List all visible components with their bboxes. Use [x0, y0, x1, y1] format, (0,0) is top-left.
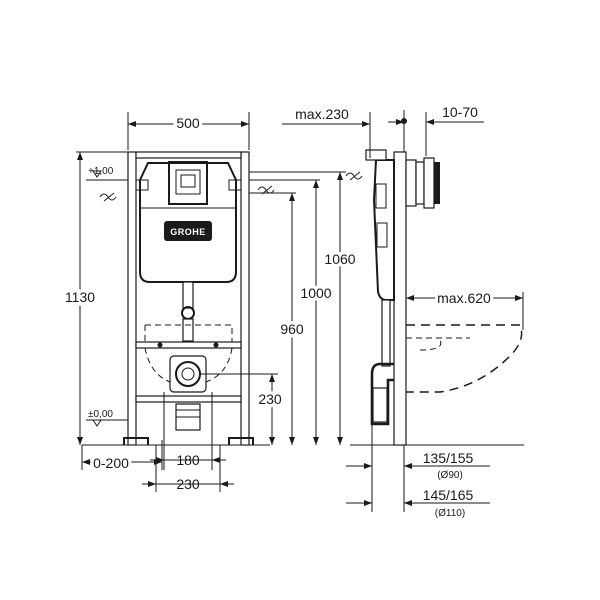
level-mark-floor: ±0,00: [86, 409, 128, 427]
svg-text:(Ø90): (Ø90): [437, 470, 463, 481]
side-inlet-box: [375, 183, 387, 209]
svg-text:±0,00: ±0,00: [88, 409, 113, 420]
pan-outline-front-bowl: [144, 347, 233, 383]
grohe-logo-text: GROHE: [170, 227, 206, 237]
dim-max-620: max.620: [406, 287, 524, 330]
flush-plate-inner: [175, 169, 201, 195]
grohe-logo: [164, 221, 212, 241]
svg-text:(Ø110): (Ø110): [435, 508, 465, 519]
left-fitting: [136, 179, 149, 191]
svg-text:230: 230: [176, 476, 200, 492]
side-flush-plate: [405, 159, 417, 207]
dim-145-165: 145/165 (Ø110): [346, 487, 490, 519]
dim-height-1060: 1060: [249, 171, 359, 445]
svg-text:max.230: max.230: [295, 106, 349, 122]
svg-text:+1,00: +1,00: [88, 166, 114, 177]
side-view: max.230 10-70 max.620 135/155 (Ø9: [282, 104, 524, 519]
side-top-bracket: [365, 149, 387, 161]
svg-text:1060: 1060: [324, 251, 355, 267]
front-view: GROHE +1,00 ±0,00: [61, 112, 359, 492]
side-drain-pipe: [372, 387, 388, 423]
frame-right-upright: [240, 151, 250, 446]
frame-middle-bar: [135, 341, 242, 349]
svg-text:10-70: 10-70: [442, 104, 478, 120]
svg-text:145/165: 145/165: [423, 487, 474, 503]
mounting-bolt-1: [157, 342, 163, 348]
dim-bottom-0-200: 0-200: [81, 440, 163, 474]
svg-text:0-200: 0-200: [93, 455, 129, 471]
dim-135-155: 135/155 (Ø90): [346, 424, 490, 512]
level-mark-top: +1,00: [86, 166, 128, 181]
dim-range-10-70: 10-70: [388, 104, 484, 156]
water-supply-left-icon: [99, 192, 117, 202]
mounting-bolt-2: [213, 342, 219, 348]
side-flush-cover: [423, 157, 435, 209]
dim-height-230: 230: [200, 373, 285, 445]
right-fitting: [228, 179, 241, 191]
flush-pipe-lower: [182, 318, 194, 342]
frame-top-bar: [135, 151, 242, 159]
frame-left-upright: [127, 151, 137, 446]
side-valve-box: [376, 222, 388, 248]
dim-bottom-230: 230: [142, 445, 234, 492]
svg-text:1000: 1000: [300, 285, 331, 301]
svg-text:230: 230: [258, 391, 282, 407]
side-pan-seat-line: [406, 337, 470, 351]
frame-right-foot: [228, 437, 254, 445]
water-supply-side-icon: [345, 171, 363, 181]
flush-button: [180, 174, 196, 188]
dim-height-1000: 1000: [249, 179, 335, 445]
svg-text:180: 180: [176, 452, 200, 468]
svg-text:max.620: max.620: [437, 290, 491, 306]
dim-width: 500: [127, 112, 250, 150]
svg-text:135/155: 135/155: [423, 450, 474, 466]
pipe-coupling: [181, 306, 195, 320]
side-drain-trap: [370, 362, 394, 426]
svg-text:500: 500: [176, 115, 200, 131]
dim-height-960: 960: [249, 192, 307, 445]
side-flush-plate-front: [415, 161, 425, 205]
svg-text:1130: 1130: [65, 289, 95, 305]
frame-left-foot: [123, 437, 149, 445]
dim-max-230: max.230: [282, 106, 371, 158]
flush-pipe-upper: [182, 281, 194, 309]
side-flush-pipe: [381, 299, 391, 367]
svg-text:960: 960: [280, 321, 304, 337]
frame-lower-bar: [135, 395, 242, 403]
side-pan-outline: [406, 324, 523, 393]
cistern: [139, 162, 237, 283]
outlet-bore: [181, 367, 195, 381]
flush-plate: [168, 161, 208, 205]
dim-bottom-180: 180: [150, 392, 226, 470]
dim-height-total: 1130: [61, 151, 128, 445]
side-flush-cover-front: [434, 162, 440, 204]
wall-axis-marker: [401, 118, 407, 124]
side-frame-post: [393, 151, 407, 446]
